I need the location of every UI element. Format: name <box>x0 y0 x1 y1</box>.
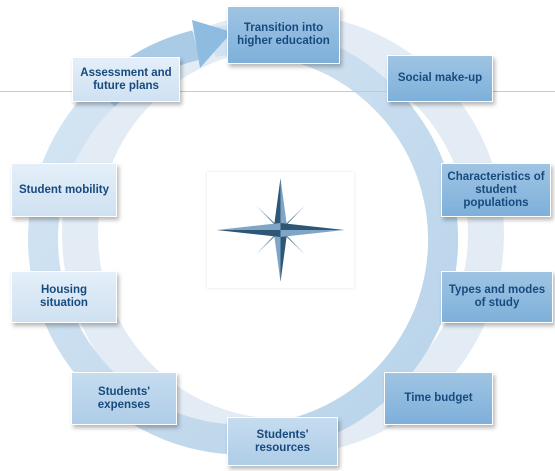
stage-student-mobility: Student mobility <box>11 163 117 217</box>
stage-social-make-up: Social make-up <box>387 55 493 102</box>
stage-housing-situation: Housing situation <box>11 271 117 323</box>
cycle-arrowhead <box>192 20 232 68</box>
stage-time-budget: Time budget <box>384 372 493 425</box>
stage-types-and-modes-of-study: Types and modes of study <box>441 271 553 323</box>
stage-assessment-and-future-plans: Assessment and future plans <box>72 57 180 102</box>
stage-characteristics-of-student-populations: Characteristics of student populations <box>441 163 551 217</box>
stage-students-resources: Students' resources <box>227 417 338 466</box>
horizontal-rule <box>0 91 555 92</box>
compass-frame <box>207 172 354 288</box>
stage-students-expenses: Students' expenses <box>71 372 177 425</box>
stage-transition-into-higher-education: Transition into higher education <box>227 6 340 64</box>
compass-rose-icon <box>216 178 345 282</box>
